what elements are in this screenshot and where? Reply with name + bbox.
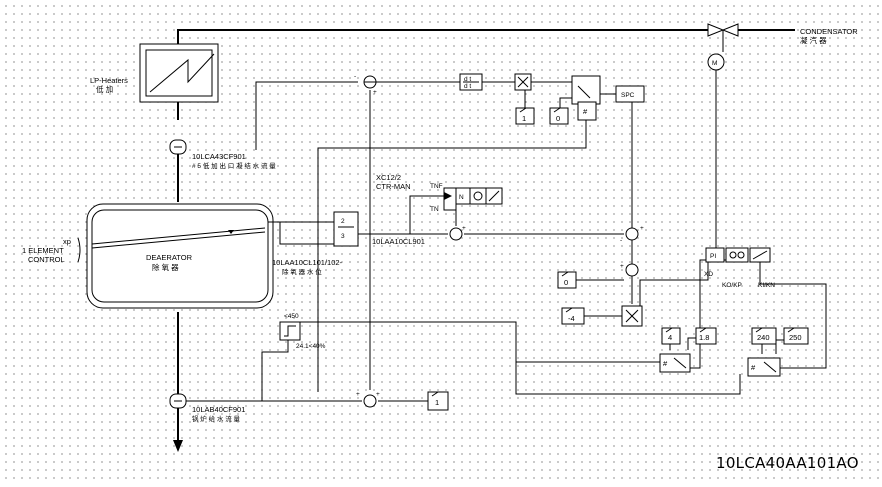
limit-block[interactable] (279, 321, 301, 341)
ko-kp-label: KO/KP (722, 282, 742, 289)
ramp-block[interactable] (485, 187, 503, 205)
flow-meter-bottom-desc: 锅 炉 给 水 流 量 (192, 414, 241, 423)
const-4-value: 4 (668, 333, 672, 342)
level-select-block[interactable]: 2 3 (333, 211, 359, 247)
switch-ki[interactable]: # (747, 357, 781, 377)
const-4[interactable] (661, 327, 681, 345)
const-0-top-value: 0 (556, 114, 560, 123)
sum-junction-bottom[interactable] (363, 394, 377, 408)
pi-integral-block[interactable] (749, 247, 771, 263)
const-neg4-value: -4 (568, 314, 575, 323)
flow-meter-top-desc: # 5 低 加 出 口 凝 结 水 流 量 (192, 161, 276, 170)
const-1-8[interactable] (695, 327, 717, 345)
plus-sign: + (373, 89, 377, 96)
sum-junction-level[interactable] (449, 227, 463, 241)
lp-heaters-label-en: LP-Heaters (90, 76, 128, 85)
minus-sign: - (354, 73, 356, 80)
const-240-value: 240 (757, 333, 770, 342)
control-label: CONTROL (28, 255, 65, 264)
const-neg4[interactable] (561, 307, 585, 325)
pi-controller[interactable] (705, 247, 725, 263)
sum-junction-spc[interactable] (625, 227, 639, 241)
svg-text:M: M (712, 60, 717, 67)
xp-label: xp (63, 237, 71, 246)
const-250[interactable] (783, 327, 809, 345)
minus-sign: - (620, 237, 622, 244)
tracking-node-block[interactable] (443, 187, 457, 211)
const-1-top-value: 1 (522, 114, 526, 123)
spc-label: SPC (621, 92, 635, 99)
deaerator-tank[interactable] (86, 203, 274, 309)
flow-meter-bottom-tag: 10LAB40CF901 (192, 405, 245, 414)
svg-text:d t: d t (464, 76, 471, 83)
indicator-block[interactable] (469, 187, 487, 205)
limit-range-label: 24.1<40% (296, 343, 326, 350)
ramp-icon (488, 190, 500, 202)
const-1-top[interactable] (515, 107, 535, 125)
const-0-mid-value: 0 (564, 278, 568, 287)
one-element-label: 1 ELEMENT (22, 246, 64, 255)
const-0-top[interactable] (549, 107, 569, 125)
condensator-label-en: CONDENSATOR (800, 27, 858, 36)
level-sensor-brace (77, 237, 81, 263)
pulse-block-label: N (459, 194, 464, 201)
gauge-icon (473, 191, 483, 201)
control-valve[interactable]: M (707, 23, 739, 248)
pi-gain-block[interactable] (725, 247, 749, 263)
switch-kp[interactable]: # (659, 353, 691, 373)
const-1-bottom-value: 1 (435, 398, 439, 407)
sum-junction-mid[interactable] (625, 263, 639, 277)
const-1-8-value: 1.8 (699, 333, 709, 342)
limit-hi-label: <450 (284, 313, 299, 320)
water-level-marker-icon (228, 230, 234, 234)
plus-sign: + (462, 225, 466, 232)
svg-text:#: # (751, 363, 756, 372)
deaerator-label-en: DEAERATOR (146, 253, 193, 262)
multiplier-mid[interactable] (621, 305, 643, 327)
derivative-block[interactable]: d t d t (459, 73, 483, 91)
level-output-tag: 10LAA10CL901 (372, 237, 425, 246)
plus-sign: + (376, 391, 380, 398)
xd-label: XD (704, 271, 713, 278)
multiplier-top[interactable] (514, 73, 532, 91)
level-tag: 10LAA10CL101/102- (272, 258, 343, 267)
tnf-label: TNF (430, 183, 443, 190)
signal-lines (186, 81, 827, 402)
plus-sign: + (620, 263, 624, 270)
svg-text:d t: d t (464, 83, 471, 90)
ki-kn-label: KI/KN (758, 282, 775, 289)
const-0-mid[interactable] (557, 271, 577, 289)
drawing-id: 10LCA40AA101AO (716, 454, 859, 472)
const-240[interactable] (751, 327, 777, 345)
svg-text:2: 2 (341, 218, 345, 225)
hash-block-top[interactable]: # (577, 101, 597, 121)
ctrl-mode-text: CTR-MAN (376, 182, 411, 191)
deaerator-label-cn: 除 氧 器 (152, 262, 179, 272)
flow-meter-bottom[interactable] (169, 393, 187, 409)
spc-block[interactable] (615, 85, 645, 103)
flow-meter-top-tag: 10LCA43CF901 (192, 152, 246, 161)
plus-sign: + (356, 391, 360, 398)
condensator-label-cn: 凝 汽 器 (800, 35, 827, 45)
tn-label: TN (430, 206, 439, 213)
const-1-bottom[interactable] (427, 391, 449, 411)
svg-text:#: # (663, 359, 668, 368)
level-desc: 除 氧 器 水 位 (282, 267, 322, 276)
outlet-arrow-icon (173, 440, 183, 452)
lp-heaters-label-cn: 低 加 (96, 84, 113, 94)
svg-text:3: 3 (341, 233, 345, 240)
const-250-value: 250 (789, 333, 802, 342)
plus-sign: + (640, 225, 644, 232)
pi-label: PI (710, 253, 716, 260)
sum-junction-top[interactable] (363, 75, 377, 89)
switch-top[interactable] (571, 75, 601, 105)
svg-text:#: # (583, 107, 588, 116)
flow-meter-top[interactable] (169, 139, 187, 155)
lp-heater (139, 43, 219, 103)
ctrl-mode-code: XC12/2 (376, 173, 401, 182)
